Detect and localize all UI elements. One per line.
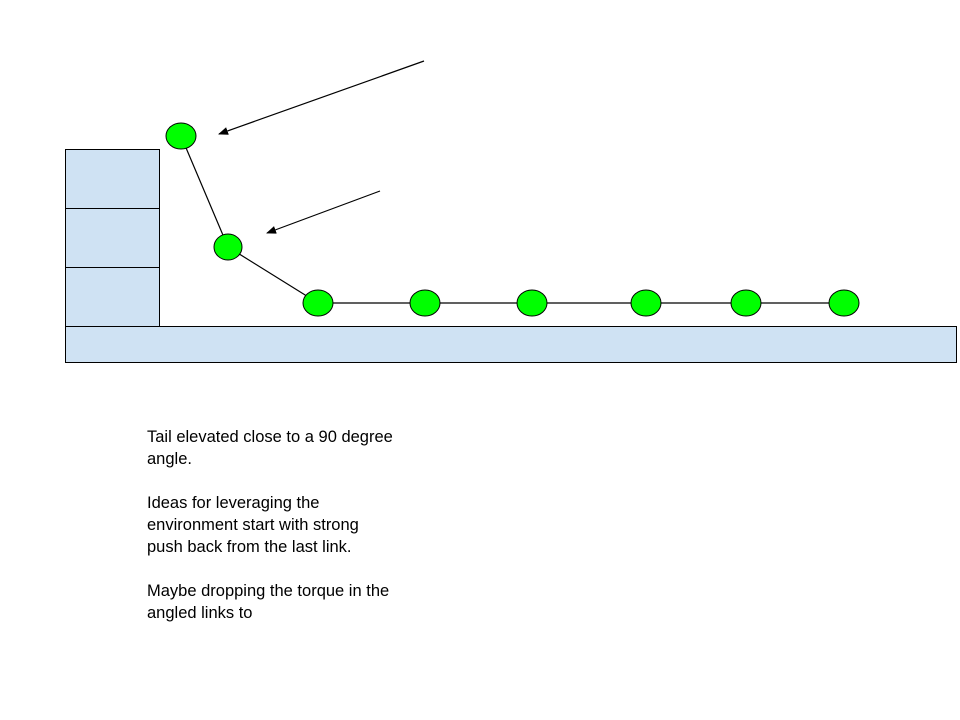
- notes-text-box: Tail elevated close to a 90 degree angle…: [147, 426, 447, 646]
- chain-nodes: [165, 122, 860, 317]
- force-arrow-lower: [266, 190, 381, 234]
- force-arrow-upper: [218, 60, 425, 135]
- stack-block-middle: [65, 208, 160, 268]
- chain-link-2: [227, 246, 319, 304]
- note-paragraph-tail-angle: Tail elevated close to a 90 degree angle…: [147, 428, 393, 468]
- note-paragraph-torque: Maybe dropping the torque in the angled …: [147, 582, 390, 622]
- chain-node-5: [516, 289, 548, 317]
- chain-links: [180, 135, 844, 304]
- note-paragraph-environment: Ideas for leveraging the environment sta…: [147, 494, 359, 556]
- stack-block-top: [65, 149, 160, 209]
- chain-node-head: [828, 289, 860, 317]
- chain-node-tail-mid: [213, 233, 243, 261]
- chain-node-7: [730, 289, 762, 317]
- ground-block: [65, 326, 957, 363]
- chain-node-4: [409, 289, 441, 317]
- stack-block-bottom: [65, 267, 160, 327]
- chain-node-3: [302, 289, 334, 317]
- chain-node-6: [630, 289, 662, 317]
- chain-node-tail-end: [165, 122, 197, 150]
- chain-link-1: [180, 135, 229, 248]
